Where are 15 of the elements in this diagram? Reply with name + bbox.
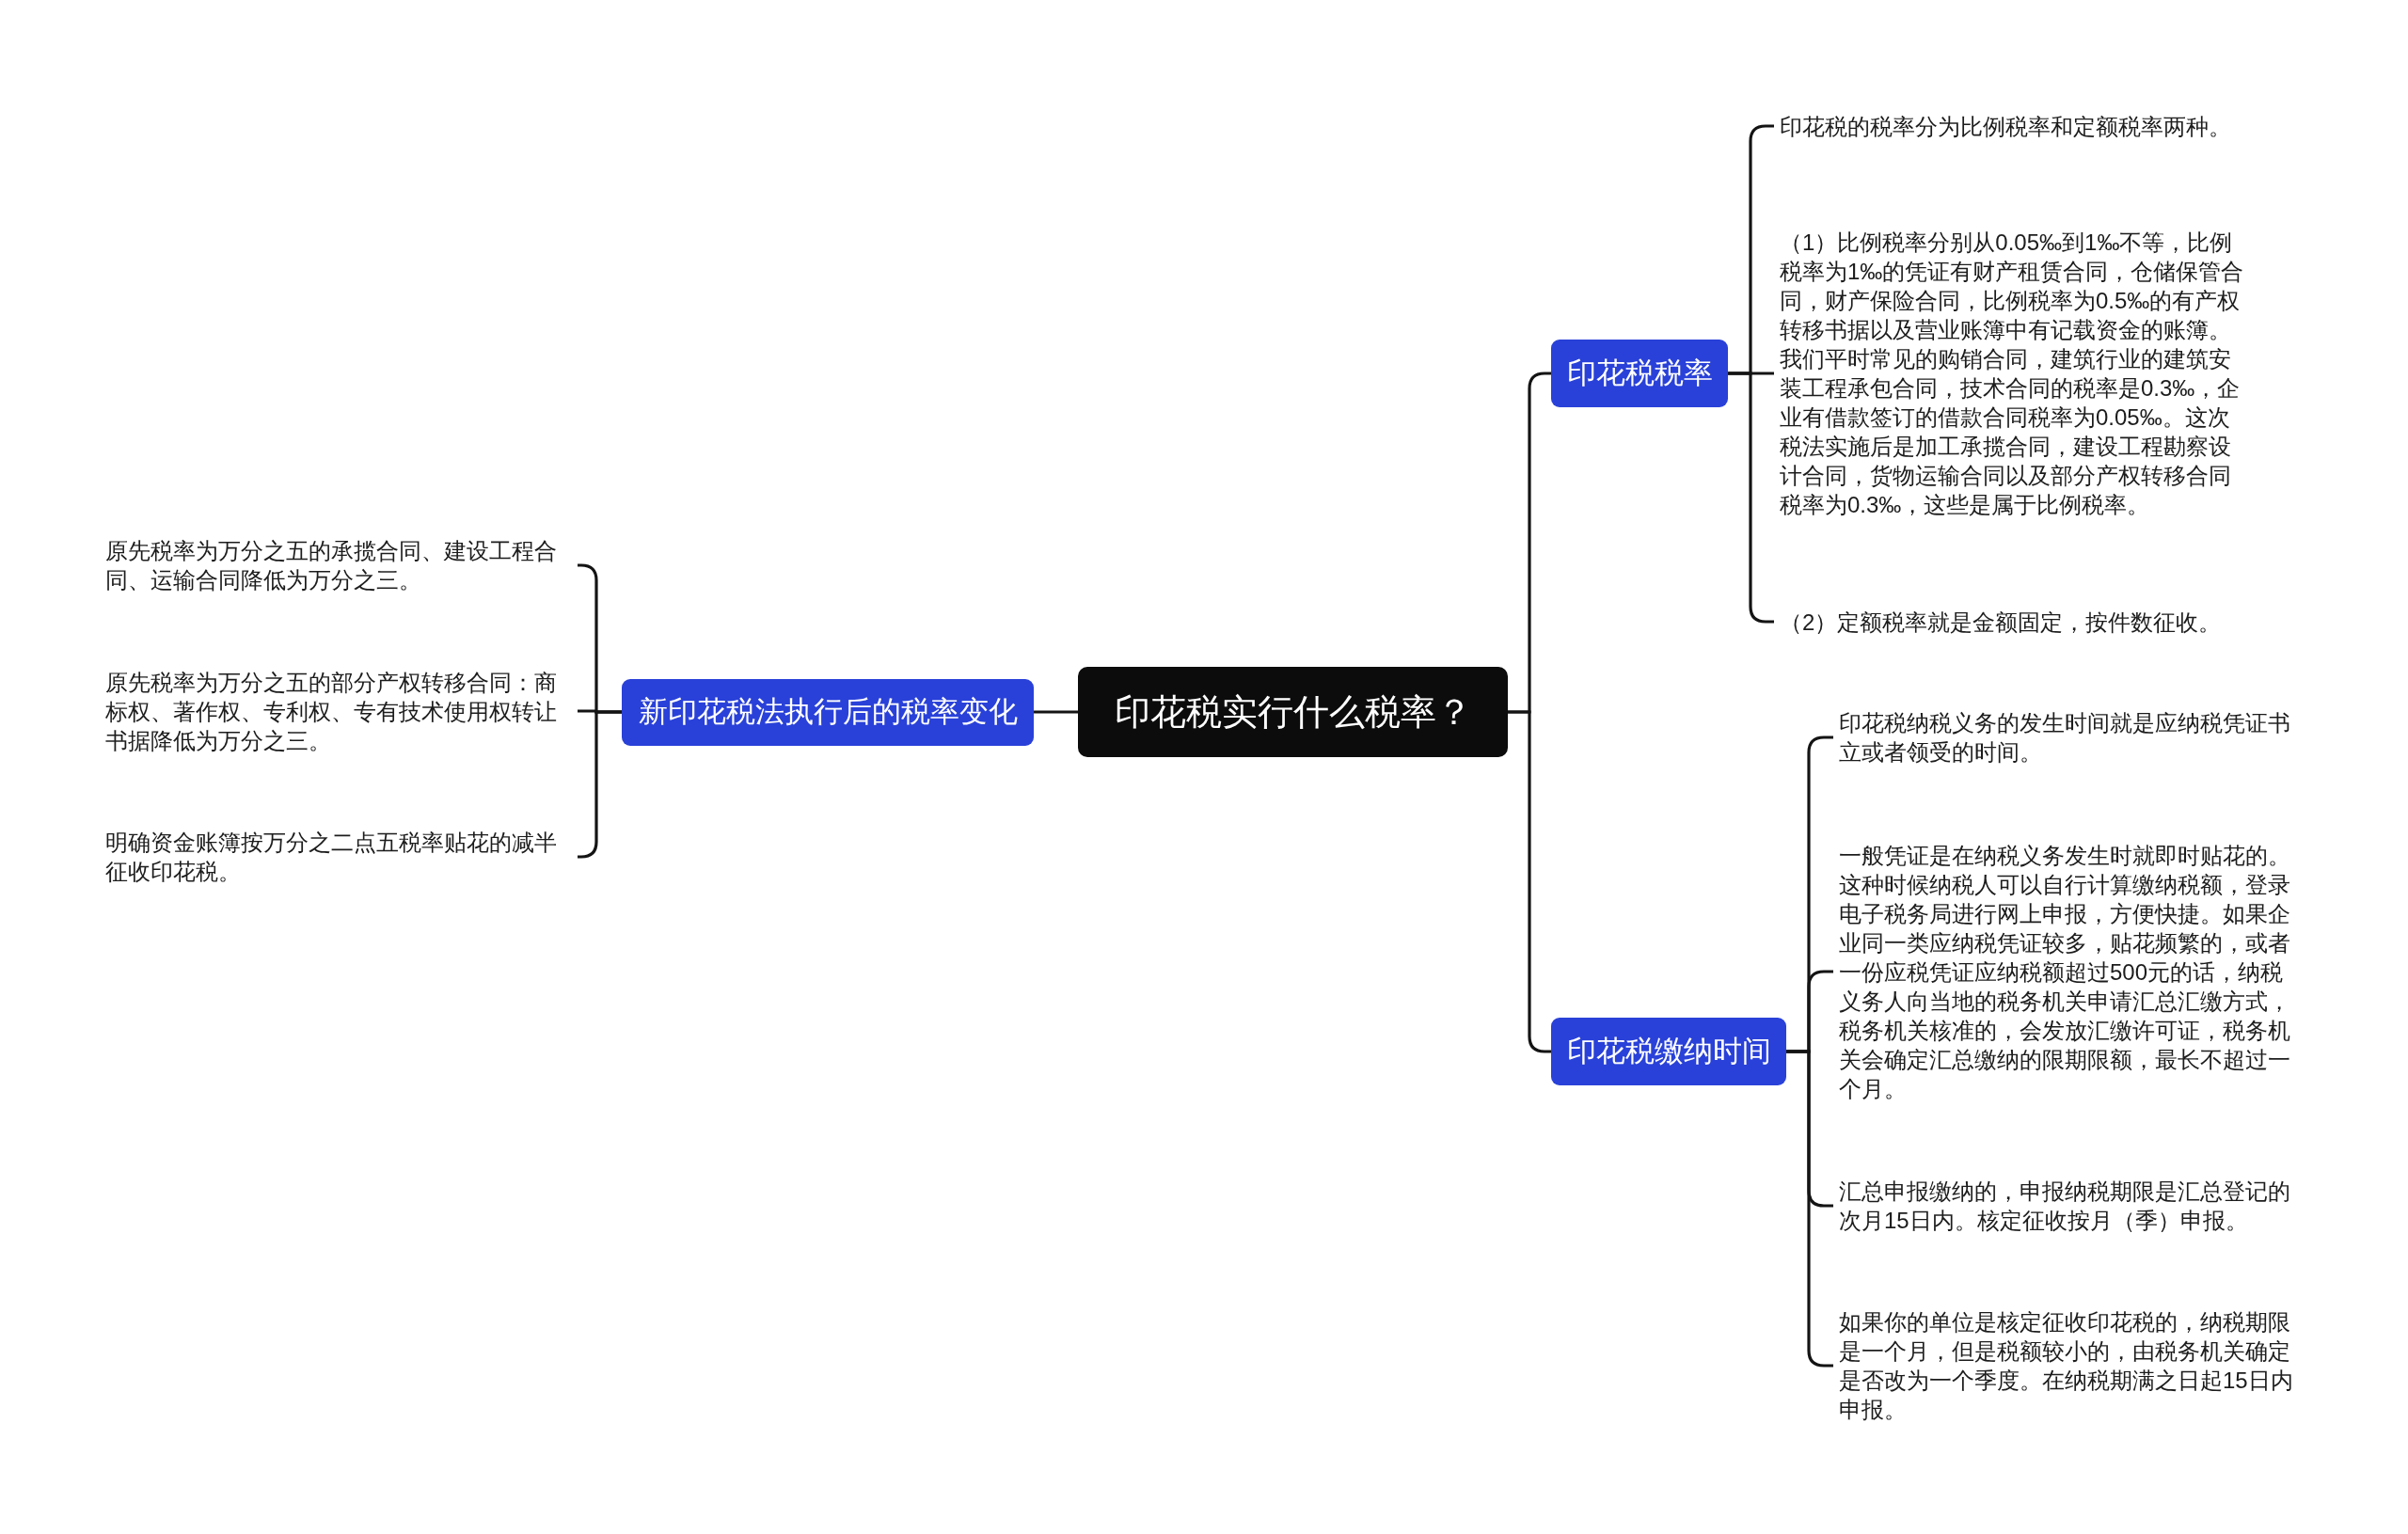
topic-box: 印花税税率 bbox=[1551, 340, 1728, 407]
note-text: 原先税率为万分之五的部分产权转移合同：商标权、著作权、专利权、专有技术使用权转让书据降低为万分之三。 bbox=[105, 667, 572, 755]
topic-box: 新印花税法执行后的税率变化 bbox=[622, 678, 1034, 746]
note-text: （1）比例税率分别从0.05‰到1‰不等，比例税率为1‰的凭证有财产租赁合同，仓储保管合同，财产保险合同，比例税率为0.5‰的有产权转移书据以及营业账簿中有记载资金的账簿。我们平时常见的购销合同，建筑行业的建筑安装工程承包合同，技术合同的税率是0.3‰，企业有借款签订的借款合同税率为0.05‰。这次税法实施后是加工承揽合同，建设工程勘察设计合同，货物运输合同以及部分产权转移合同税率为0.3‰，这些是属于比例税率。 bbox=[1780, 228, 2246, 519]
note-text: 原先税率为万分之五的承揽合同、建设工程合同、运输合同降低为万分之三。 bbox=[105, 536, 572, 594]
note-text: 印花税的税率分为比例税率和定额税率两种。 bbox=[1780, 111, 2246, 141]
note-text: 印花税纳税义务的发生时间就是应纳税凭证书立或者领受的时间。 bbox=[1839, 708, 2305, 767]
note-text: 明确资金账簿按万分之二点五税率贴花的减半征收印花税。 bbox=[105, 828, 572, 886]
central-topic-box: 印花税实行什么税率？ bbox=[1078, 667, 1508, 757]
note-text: 如果你的单位是核定征收印花税的，纳税期限是一个月，但是税额较小的，由税务机关确定是否改为一个季度。在纳税期满之日起15日内申报。 bbox=[1839, 1307, 2305, 1424]
note-text: （2）定额税率就是金额固定，按件数征收。 bbox=[1780, 607, 2246, 637]
note-text: 一般凭证是在纳税义务发生时就即时贴花的。这种时候纳税人可以自行计算缴纳税额，登录电子税务局进行网上申报，方便快捷。如果企业同一类应纳税凭证较多，贴花频繁的，或者一份应税凭证应纳税额超过500元的话，纳税义务人向当地的税务机关申请汇总汇缴方式，税务机关核准的，会发放汇缴许可证，税务机关会确定汇总缴纳的限期限额，最长不超过一个月。 bbox=[1839, 840, 2305, 1103]
note-text: 汇总申报缴纳的，申报纳税期限是汇总登记的次月15日内。核定征收按月（季）申报。 bbox=[1839, 1177, 2305, 1235]
connector-line bbox=[1034, 710, 1078, 714]
topic-box: 印花税缴纳时间 bbox=[1551, 1018, 1786, 1085]
